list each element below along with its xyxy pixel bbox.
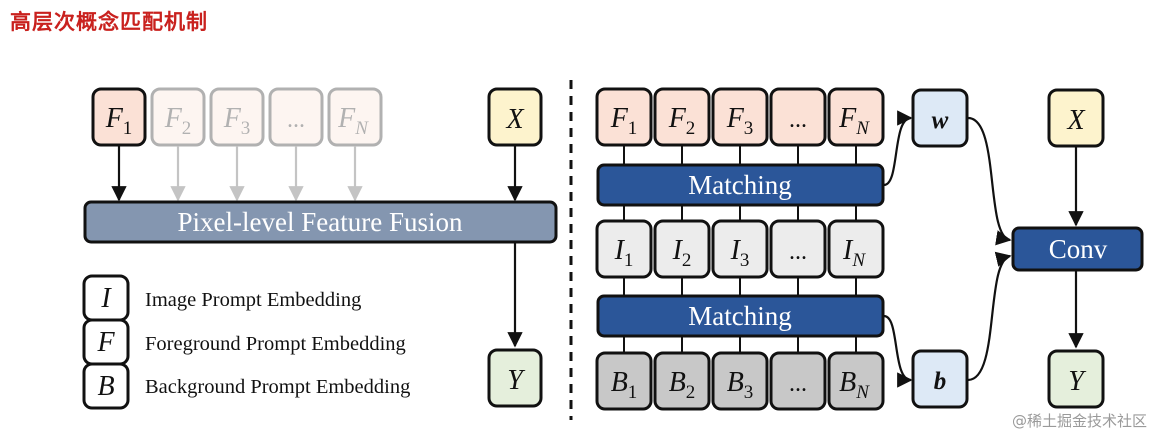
right-background-b3: B3 — [711, 351, 769, 411]
svg-text:F2: F2 — [668, 103, 696, 139]
svg-text:B1: B1 — [611, 367, 638, 403]
svg-text:FN: FN — [838, 103, 870, 139]
svg-text:Background Prompt Embedding: Background Prompt Embedding — [145, 376, 410, 398]
svg-text:Y: Y — [1068, 366, 1087, 397]
svg-text:F3: F3 — [726, 103, 754, 139]
right-feature-fn: FN — [827, 87, 885, 147]
svg-text:...: ... — [287, 107, 305, 133]
left-output-y: Y — [487, 348, 543, 408]
svg-text:I: I — [100, 283, 112, 314]
right-input-x: X — [1047, 88, 1105, 148]
svg-text:Y: Y — [507, 365, 526, 396]
weight-param: w — [911, 88, 969, 148]
svg-text:b: b — [934, 368, 947, 395]
svg-text:F: F — [96, 327, 115, 358]
svg-text:...: ... — [789, 371, 807, 397]
pixel-level-fusion-block: Pixel-level Feature Fusion — [83, 200, 558, 244]
svg-text:F2: F2 — [164, 103, 192, 139]
svg-text:Matching: Matching — [688, 301, 791, 331]
watermark: @稀土掘金技术社区 — [1011, 412, 1147, 430]
arrow-matching-b — [883, 314, 913, 388]
svg-text:...: ... — [789, 107, 807, 133]
svg-text:FN: FN — [337, 103, 369, 139]
right-image-i1: I1 — [595, 219, 653, 279]
right-feature-f2: F2 — [653, 87, 711, 147]
svg-text:X: X — [1066, 105, 1085, 136]
arrow-b-conv — [967, 251, 1012, 382]
svg-text:F1: F1 — [610, 103, 638, 139]
legend-item-image: I Image Prompt Embedding — [82, 274, 361, 322]
arrow-matching-w — [883, 110, 913, 187]
right-image-row: I1 I2 I3 ... IN — [595, 219, 885, 279]
page-title: 高层次概念匹配机制 — [10, 9, 208, 34]
legend-item-background: B Background Prompt Embedding — [82, 362, 410, 410]
svg-text:Conv: Conv — [1049, 234, 1108, 264]
svg-text:BN: BN — [839, 367, 870, 403]
right-background-bn: BN — [827, 351, 885, 411]
legend: I Image Prompt Embedding F Foreground Pr… — [82, 274, 410, 410]
svg-text:I2: I2 — [672, 235, 692, 271]
svg-text:...: ... — [789, 239, 807, 265]
svg-text:F3: F3 — [223, 103, 251, 139]
right-image-i2: I2 — [653, 219, 711, 279]
legend-item-foreground: F Foreground Prompt Embedding — [82, 318, 406, 366]
svg-text:B: B — [97, 371, 114, 402]
svg-text:I1: I1 — [614, 235, 634, 271]
svg-text:F1: F1 — [105, 103, 133, 139]
svg-text:w: w — [932, 107, 949, 134]
arrow-w-conv — [967, 116, 1012, 246]
left-feature-ellipsis: ... — [268, 87, 324, 147]
left-feature-f2: F2 — [150, 87, 206, 147]
right-background-row: B1 B2 B3 ... BN — [595, 351, 885, 411]
conv-block: Conv — [1011, 226, 1144, 272]
right-background-b2: B2 — [653, 351, 711, 411]
bias-param: b — [911, 349, 969, 409]
svg-text:I3: I3 — [730, 235, 750, 271]
right-feature-f3: F3 — [711, 87, 769, 147]
matching-block-bottom: Matching — [596, 294, 885, 338]
right-background-b1: B1 — [595, 351, 653, 411]
right-feature-ellipsis: ... — [769, 87, 827, 147]
right-panel: F1 F2 F3 ... FN Matching — [595, 87, 1144, 411]
right-image-i3: I3 — [711, 219, 769, 279]
left-feature-f1: F1 — [91, 87, 147, 147]
svg-text:Foreground Prompt Embedding: Foreground Prompt Embedding — [145, 333, 406, 355]
right-feature-f1: F1 — [595, 87, 653, 147]
svg-text:B3: B3 — [727, 367, 754, 403]
right-background-ellipsis: ... — [769, 351, 827, 411]
left-feature-f3: F3 — [209, 87, 265, 147]
left-input-x: X — [487, 87, 543, 147]
svg-text:X: X — [505, 104, 524, 135]
right-image-ellipsis: ... — [769, 219, 827, 279]
svg-text:IN: IN — [842, 235, 866, 271]
right-feature-row: F1 F2 F3 ... FN — [595, 87, 885, 147]
svg-text:Image Prompt Embedding: Image Prompt Embedding — [145, 289, 361, 311]
svg-text:Matching: Matching — [688, 170, 791, 200]
right-image-in: IN — [827, 219, 885, 279]
left-panel: F1 F2 F3 ... FN — [82, 87, 558, 410]
right-output-y: Y — [1047, 349, 1105, 409]
matching-block-top: Matching — [596, 163, 885, 207]
svg-text:Pixel-level Feature Fusion: Pixel-level Feature Fusion — [178, 207, 463, 237]
left-feature-fn: FN — [327, 87, 383, 147]
left-feature-row: F1 F2 F3 ... FN — [91, 87, 383, 147]
svg-text:B2: B2 — [669, 367, 696, 403]
